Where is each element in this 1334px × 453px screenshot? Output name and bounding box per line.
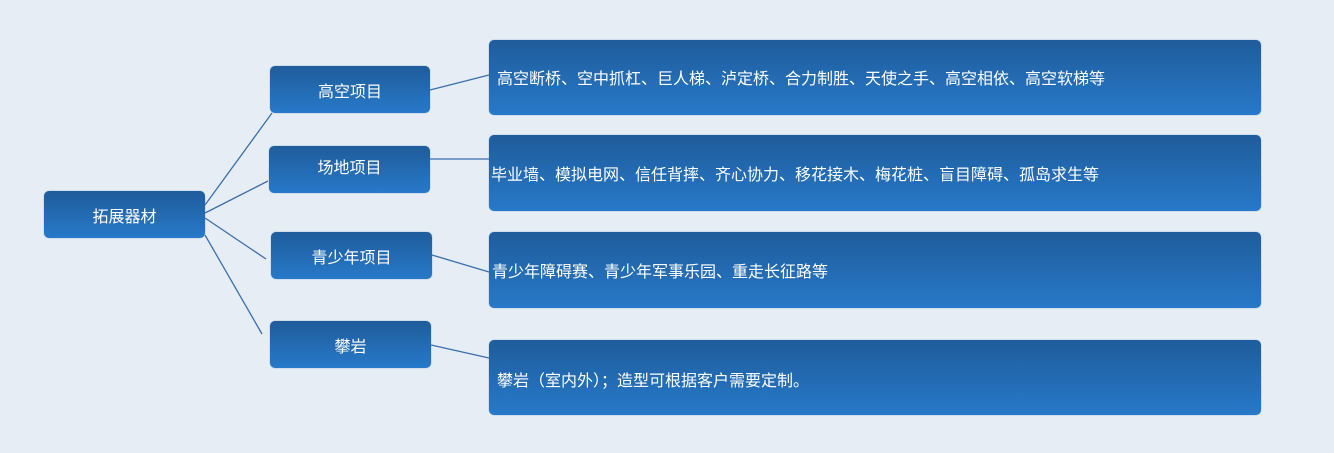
connector [430, 344, 490, 359]
detail-text: 攀岩（室内外）；造型可根据客户需要定制。 [497, 371, 810, 390]
connector [204, 217, 267, 260]
detail-node-high-altitude: 高空断桥、空中抓杠、巨人梯、泸定桥、合力制胜、天使之手、高空相依、高空软梯等 [489, 40, 1261, 115]
connector [429, 74, 490, 91]
detail-node-youth: 青少年障碍赛、青少年军事乐园、重走长征路等 [489, 232, 1261, 308]
category-node-youth: 青少年项目 [271, 232, 432, 279]
category-label: 场地项目 [317, 158, 382, 177]
root-node: 拓展器材 [44, 191, 205, 238]
connector [204, 112, 273, 206]
detail-text: 高空断桥、空中抓杠、巨人梯、泸定桥、合力制胜、天使之手、高空相依、高空软梯等 [497, 69, 1106, 88]
category-node-climbing: 攀岩 [270, 321, 431, 368]
category-node-ground: 场地项目 [269, 146, 430, 193]
connector [204, 180, 269, 214]
connector [204, 234, 263, 335]
category-node-high-altitude: 高空项目 [270, 66, 430, 113]
detail-text: 青少年障碍赛、青少年军事乐园、重走长征路等 [492, 262, 829, 281]
root-label: 拓展器材 [92, 206, 157, 226]
detail-text: 毕业墙、模拟电网、信任背摔、齐心协力、移花接木、梅花桩、盲目障碍、孤岛求生等 [491, 165, 1100, 184]
category-label: 青少年项目 [311, 247, 392, 267]
category-label: 攀岩 [334, 337, 367, 356]
category-label: 高空项目 [317, 81, 382, 101]
detail-node-climbing: 攀岩（室内外）；造型可根据客户需要定制。 [489, 340, 1261, 415]
connector [431, 254, 490, 273]
detail-node-ground: 毕业墙、模拟电网、信任背摔、齐心协力、移花接木、梅花桩、盲目障碍、孤岛求生等 [489, 135, 1261, 211]
